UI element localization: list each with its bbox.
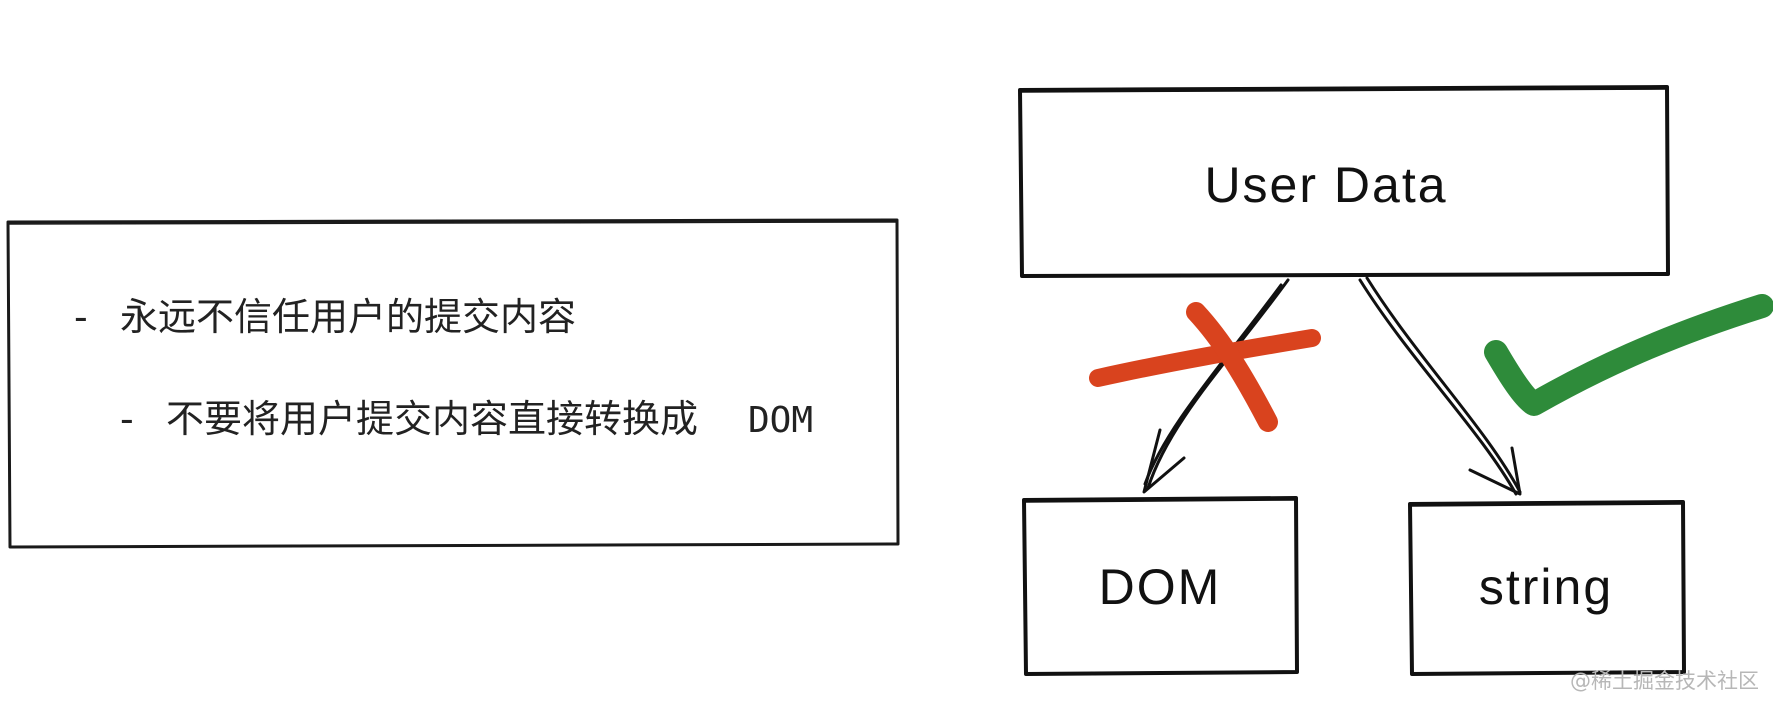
arrow-to-dom xyxy=(1142,278,1290,494)
bullet-2-marker: - xyxy=(120,397,134,441)
arrow-to-string xyxy=(1358,276,1522,496)
string-label: string xyxy=(1479,559,1613,615)
user-data-box xyxy=(1018,85,1670,278)
user-data-label: User Data xyxy=(1204,157,1447,213)
notes-box xyxy=(6,218,900,549)
accept-check-icon xyxy=(1484,294,1773,416)
bullet-1-marker: - xyxy=(74,295,88,339)
reject-cross-icon xyxy=(1089,302,1321,432)
bullet-2-text: 不要将用户提交内容直接转换成 xyxy=(166,397,698,441)
bullet-1-text: 永远不信任用户的提交内容 xyxy=(120,295,576,339)
dom-label: DOM xyxy=(1099,559,1222,615)
watermark: @稀土掘金技术社区 xyxy=(1570,669,1759,693)
dom-box xyxy=(1022,496,1299,676)
bullet-2-suffix: DOM xyxy=(748,400,813,441)
string-box xyxy=(1408,500,1686,676)
